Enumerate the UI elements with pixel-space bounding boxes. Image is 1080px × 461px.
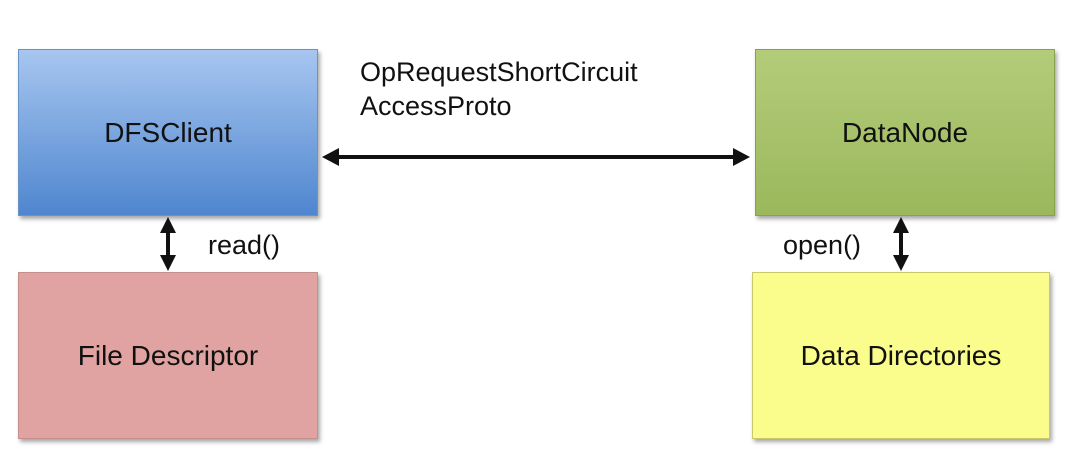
dfsclient-label: DFSClient [104,116,232,148]
file-descriptor-label: File Descriptor [77,339,259,371]
open-arrowhead-up [893,217,909,233]
read-arrowhead-up [160,217,176,233]
read-edge-label: read() [208,230,281,260]
open-edge-label: open() [783,230,862,260]
dfsclient-node: DFSClient [18,49,318,216]
file-descriptor-node: File Descriptor [18,272,318,439]
client-datanode-arrowhead-left [322,148,339,166]
datanode-node: DataNode [755,49,1055,216]
protocol-label-line2: AccessProto [360,90,512,121]
open-arrowhead-down [893,255,909,271]
client-datanode-arrowhead-right [733,148,750,166]
data-directories-node: Data Directories [752,272,1050,439]
protocol-edge-label: OpRequestShortCircuit AccessProto [360,56,638,124]
data-directories-label: Data Directories [800,339,1002,371]
protocol-label-line1: OpRequestShortCircuit [360,57,638,87]
read-arrowhead-down [160,255,176,271]
datanode-label: DataNode [841,116,969,148]
